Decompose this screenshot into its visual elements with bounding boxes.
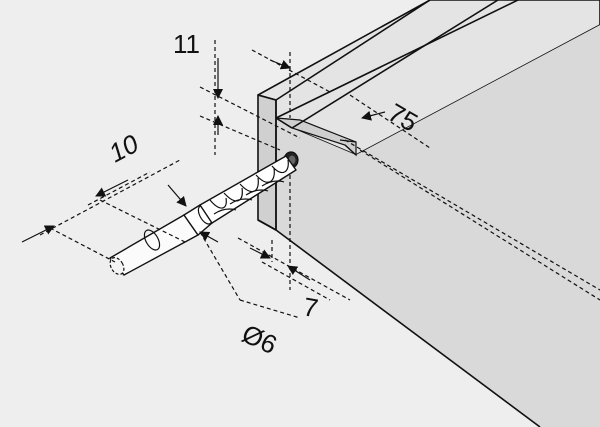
dimension-lines <box>21 40 600 319</box>
label-edge-offset: 7 <box>301 291 320 323</box>
label-drill-diameter: Ø6 <box>237 318 281 360</box>
cabinet-panel <box>257 0 600 427</box>
label-drill-depth: 10 <box>104 128 144 168</box>
drill-flutes <box>199 155 297 224</box>
label-top-gap: 11 <box>173 29 200 59</box>
drill-bit <box>109 155 297 276</box>
panel-front-face <box>276 25 600 427</box>
